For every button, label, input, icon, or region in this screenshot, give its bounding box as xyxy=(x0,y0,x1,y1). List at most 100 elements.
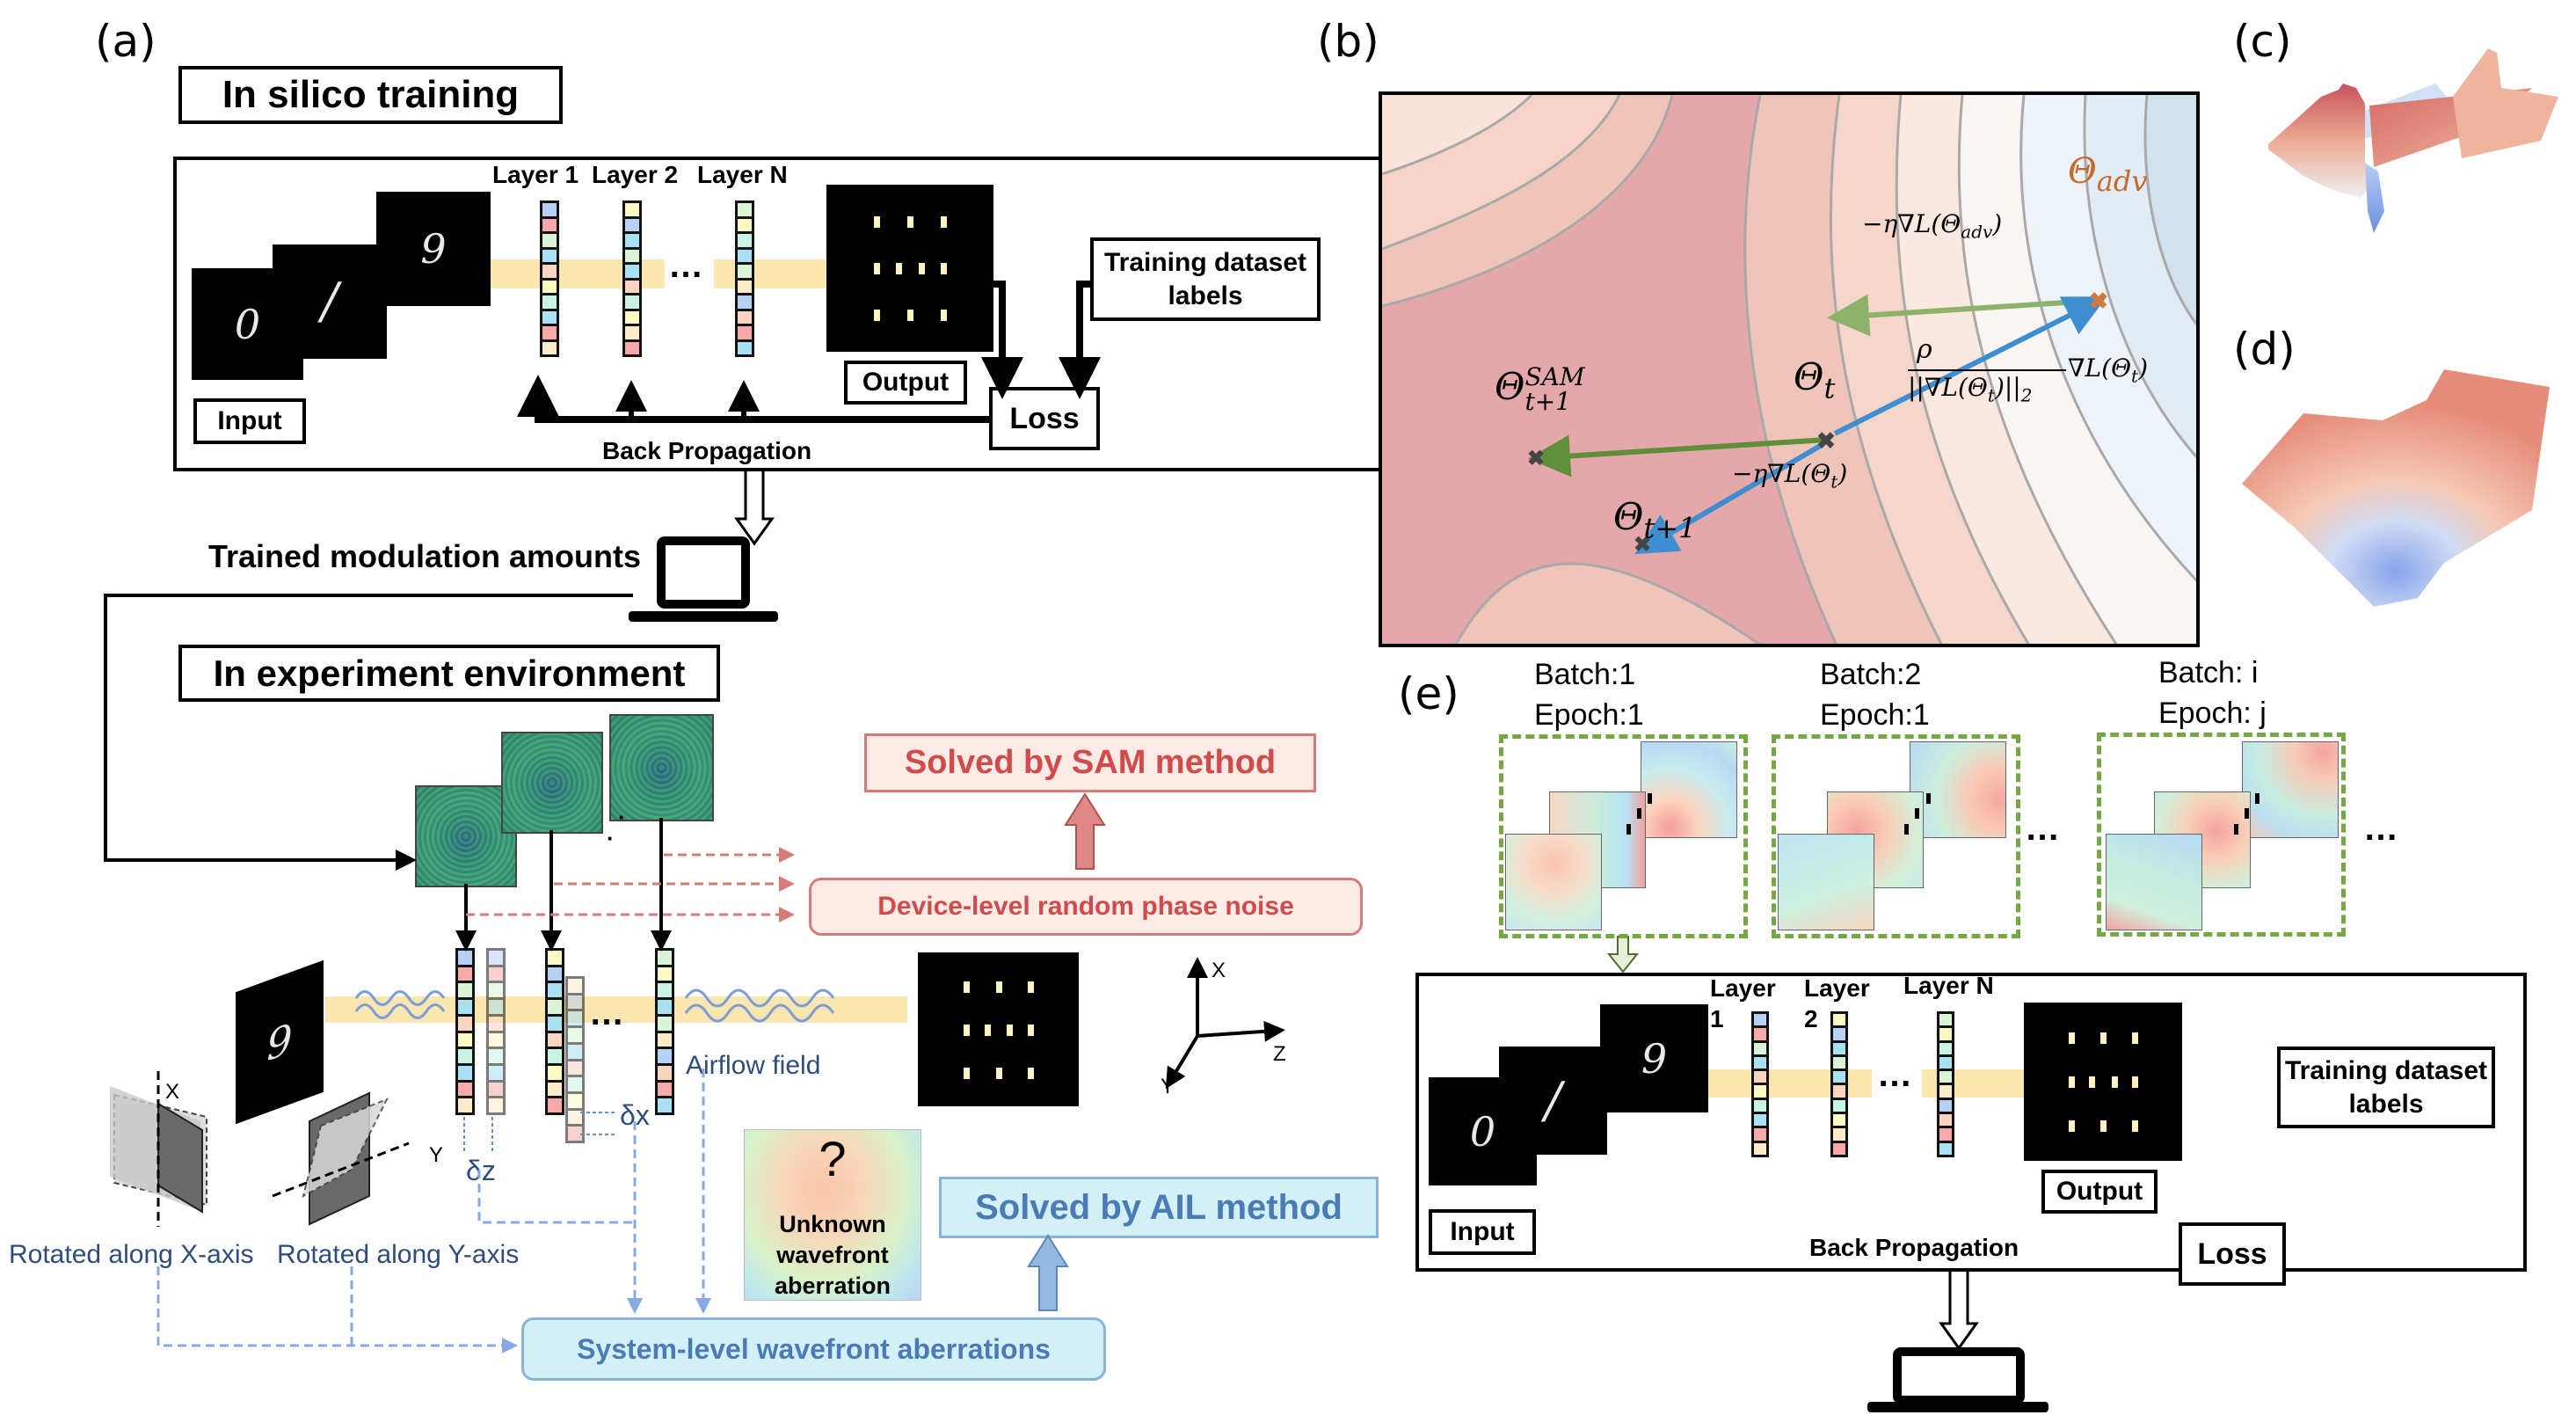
layer-pixel xyxy=(1939,1085,1952,1098)
experiment-title: In experiment environment xyxy=(178,645,720,702)
layer-pixel xyxy=(658,1082,672,1097)
noise-map-b1-1 xyxy=(1505,834,1602,930)
layer-pixel xyxy=(458,983,472,998)
layer-pixel xyxy=(548,983,562,998)
layer-pixel xyxy=(625,218,639,231)
xyz-axes-icon xyxy=(1165,957,1285,1090)
surface-c-right-ridge xyxy=(2453,48,2558,158)
layer-pixel xyxy=(1833,1042,1845,1054)
training-labels-box: Training dataset labels xyxy=(1090,237,1321,321)
output-detector-spot xyxy=(984,1024,991,1036)
theta-t-symbol: Θ xyxy=(1794,355,1824,398)
theta-adv-marker: ✖ xyxy=(2089,288,2108,314)
surface-c-plane xyxy=(2369,88,2532,167)
layer-pixel xyxy=(542,265,557,278)
output-detector-spot xyxy=(941,310,947,322)
digit-9-glyph: 9 xyxy=(420,225,447,273)
retrain-layer-n xyxy=(1937,1011,1954,1157)
layer-pixel xyxy=(625,326,639,339)
adv-gradient-sub: adv xyxy=(1961,221,1993,243)
grad-t-text: ∇L(Θ xyxy=(2068,354,2132,383)
stack-dot xyxy=(2234,824,2238,835)
output-detector-spot xyxy=(2100,1120,2107,1133)
stack-dot xyxy=(1637,808,1641,819)
output-detector-spot xyxy=(963,1067,970,1079)
stack-dot xyxy=(1904,824,1909,835)
output-detector-spot xyxy=(1028,1024,1035,1036)
output-detector-spot xyxy=(874,215,880,228)
layer-2-label: Layer 2 xyxy=(592,161,679,188)
output-detector-spot xyxy=(874,310,880,322)
experiment-ellipsis: … xyxy=(589,994,628,1032)
theta-next-symbol: Θ xyxy=(1613,495,1644,538)
layer-pixel xyxy=(458,1000,472,1014)
theta-sam-symbol: Θ xyxy=(1495,365,1525,408)
layer-pixel xyxy=(658,1049,672,1063)
output-detector-spot xyxy=(2069,1032,2075,1044)
output-detector-spot xyxy=(941,263,947,274)
contour-line xyxy=(1957,95,2118,644)
output-label: Output xyxy=(844,361,967,405)
unknown-aberration-caption: Unknown wavefront aberration xyxy=(774,1211,891,1300)
layer-pixel xyxy=(548,966,562,981)
output-detector-spot xyxy=(995,981,1002,993)
delta-z-label: δz xyxy=(466,1155,496,1186)
layer-pixel xyxy=(458,1032,472,1047)
retrain-digit-9-glyph: 9 xyxy=(1641,1034,1668,1083)
layer-pixel xyxy=(738,249,752,262)
input-digit-1: / xyxy=(273,244,387,359)
layer-pixel xyxy=(548,1032,562,1047)
layer-pixel xyxy=(658,983,672,998)
noise-map-bi-3 xyxy=(2242,741,2339,838)
layer-pixel xyxy=(489,1049,503,1063)
digit-0-glyph: 0 xyxy=(234,300,261,348)
theta-sam-subscript: t+1 xyxy=(1524,387,1571,416)
layer-pixel xyxy=(568,1028,582,1042)
contour-line xyxy=(1382,95,1533,176)
sam-up-arrow xyxy=(1064,792,1106,870)
layer-pixel xyxy=(568,1127,582,1141)
output-detector-spot xyxy=(2069,1120,2075,1133)
layer-pixel xyxy=(1754,1014,1766,1026)
layer-pixel xyxy=(1939,1014,1952,1026)
layer-pixel xyxy=(1833,1085,1845,1098)
theta-sam-marker: ✖ xyxy=(1527,447,1545,470)
stack-dot xyxy=(1926,793,1931,804)
retrain-layer-n-label: Layer N xyxy=(1903,972,1994,999)
backprop-label: Back Propagation xyxy=(602,437,812,464)
theta-next-label: Θt+1 xyxy=(1613,495,1696,544)
axis-z-label: Z xyxy=(1273,1042,1286,1066)
diffractive-layer-1 xyxy=(540,201,559,357)
experiment-layer-1-shifted xyxy=(486,948,506,1115)
stack-dot xyxy=(2255,793,2259,804)
layer-pixel xyxy=(458,1016,472,1031)
layer-pixel xyxy=(489,1032,503,1047)
input-digit-9: 9 xyxy=(376,192,491,306)
experiment-layer-2-shifted xyxy=(565,976,585,1143)
layer-pixel xyxy=(738,341,752,354)
panel-label-e: (e) xyxy=(1398,668,1459,719)
output-detector-spot xyxy=(2132,1076,2138,1088)
stack-dot xyxy=(1915,808,1919,819)
layer-pixel xyxy=(625,265,639,278)
layer-pixel xyxy=(738,295,752,309)
layer-pixel xyxy=(1833,1056,1845,1069)
layer-pixel xyxy=(1754,1128,1766,1141)
contour-band-bottom xyxy=(1456,564,1759,644)
layer-pixel xyxy=(658,951,672,965)
adv-gradient-text: −η∇L(Θ xyxy=(1862,209,1961,238)
layer-pixel xyxy=(548,1098,562,1113)
step-label: −η∇L(Θt) xyxy=(1732,459,1847,492)
input-label: Input xyxy=(193,398,306,444)
contour-band-top-left-3 xyxy=(1382,95,1532,174)
batch-ellipsis-2: … xyxy=(2363,809,2402,848)
layer-pixel xyxy=(548,1065,562,1080)
retrain-output-plane xyxy=(2024,1003,2182,1161)
theta-adv-symbol: Θ xyxy=(2068,151,2097,192)
layer-pixel xyxy=(625,249,639,262)
layer-pixel xyxy=(1939,1128,1952,1141)
layer-pixel xyxy=(1754,1099,1766,1112)
contour-line xyxy=(1382,95,1621,251)
